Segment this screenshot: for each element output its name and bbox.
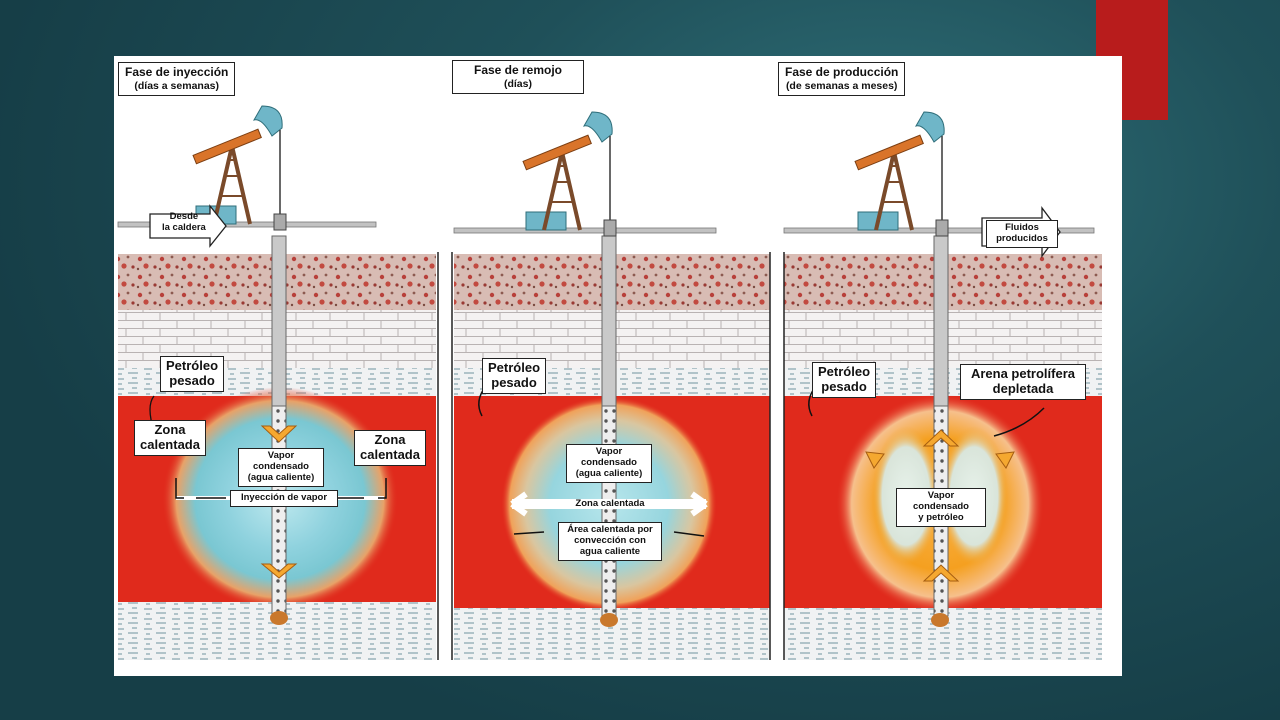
heated-zone-left-label: Zona calentada bbox=[134, 420, 206, 456]
injection-title-text: Fase de inyección bbox=[125, 65, 229, 79]
cyclic-steam-diagram: Fase de inyección (días a semanas) Desde… bbox=[114, 56, 1122, 676]
soak-title-text: Fase de remojo bbox=[473, 63, 563, 77]
condensed-vapor-label-1: Vapor condensado (agua caliente) bbox=[238, 448, 324, 487]
from-boiler-arrow bbox=[149, 204, 227, 248]
pumpjack-2 bbox=[522, 111, 617, 237]
panel-soak bbox=[453, 227, 770, 660]
heated-zone-label-2: Zona calentada bbox=[575, 498, 645, 509]
soak-phase-title: Fase de remojo (días) bbox=[452, 60, 584, 94]
injection-phase-title: Fase de inyección (días a semanas) bbox=[118, 62, 236, 96]
production-title-text: Fase de producción bbox=[785, 65, 899, 79]
convection-area-label: Área calentada por convección con agua c… bbox=[558, 522, 662, 561]
production-phase-title: Fase de producción (de semanas a meses) bbox=[778, 62, 906, 96]
heavy-oil-label-2: Petróleo pesado bbox=[482, 358, 547, 394]
panel-production bbox=[783, 227, 1102, 660]
from-boiler-label: Desde la caldera bbox=[162, 211, 206, 233]
depleted-sand-label: Arena petrolífera depletada bbox=[960, 364, 1086, 400]
heavy-oil-label-3: Petróleo pesado bbox=[812, 362, 877, 398]
injection-subtitle-text: (días a semanas) bbox=[134, 79, 220, 92]
heated-zone-right-label: Zona calentada bbox=[354, 430, 426, 466]
produced-fluids-label: Fluidos producidos bbox=[986, 220, 1058, 248]
soak-subtitle-text: (días) bbox=[503, 77, 532, 90]
pumpjack-3 bbox=[854, 111, 949, 237]
production-subtitle-text: (de semanas a meses) bbox=[785, 79, 898, 92]
vapor-oil-label: Vapor condensado y petróleo bbox=[896, 488, 986, 527]
condensed-vapor-label-2: Vapor condensado (agua caliente) bbox=[566, 444, 652, 483]
heavy-oil-label-1: Petróleo pesado bbox=[160, 356, 225, 392]
steam-injection-label: Inyección de vapor bbox=[230, 490, 338, 507]
